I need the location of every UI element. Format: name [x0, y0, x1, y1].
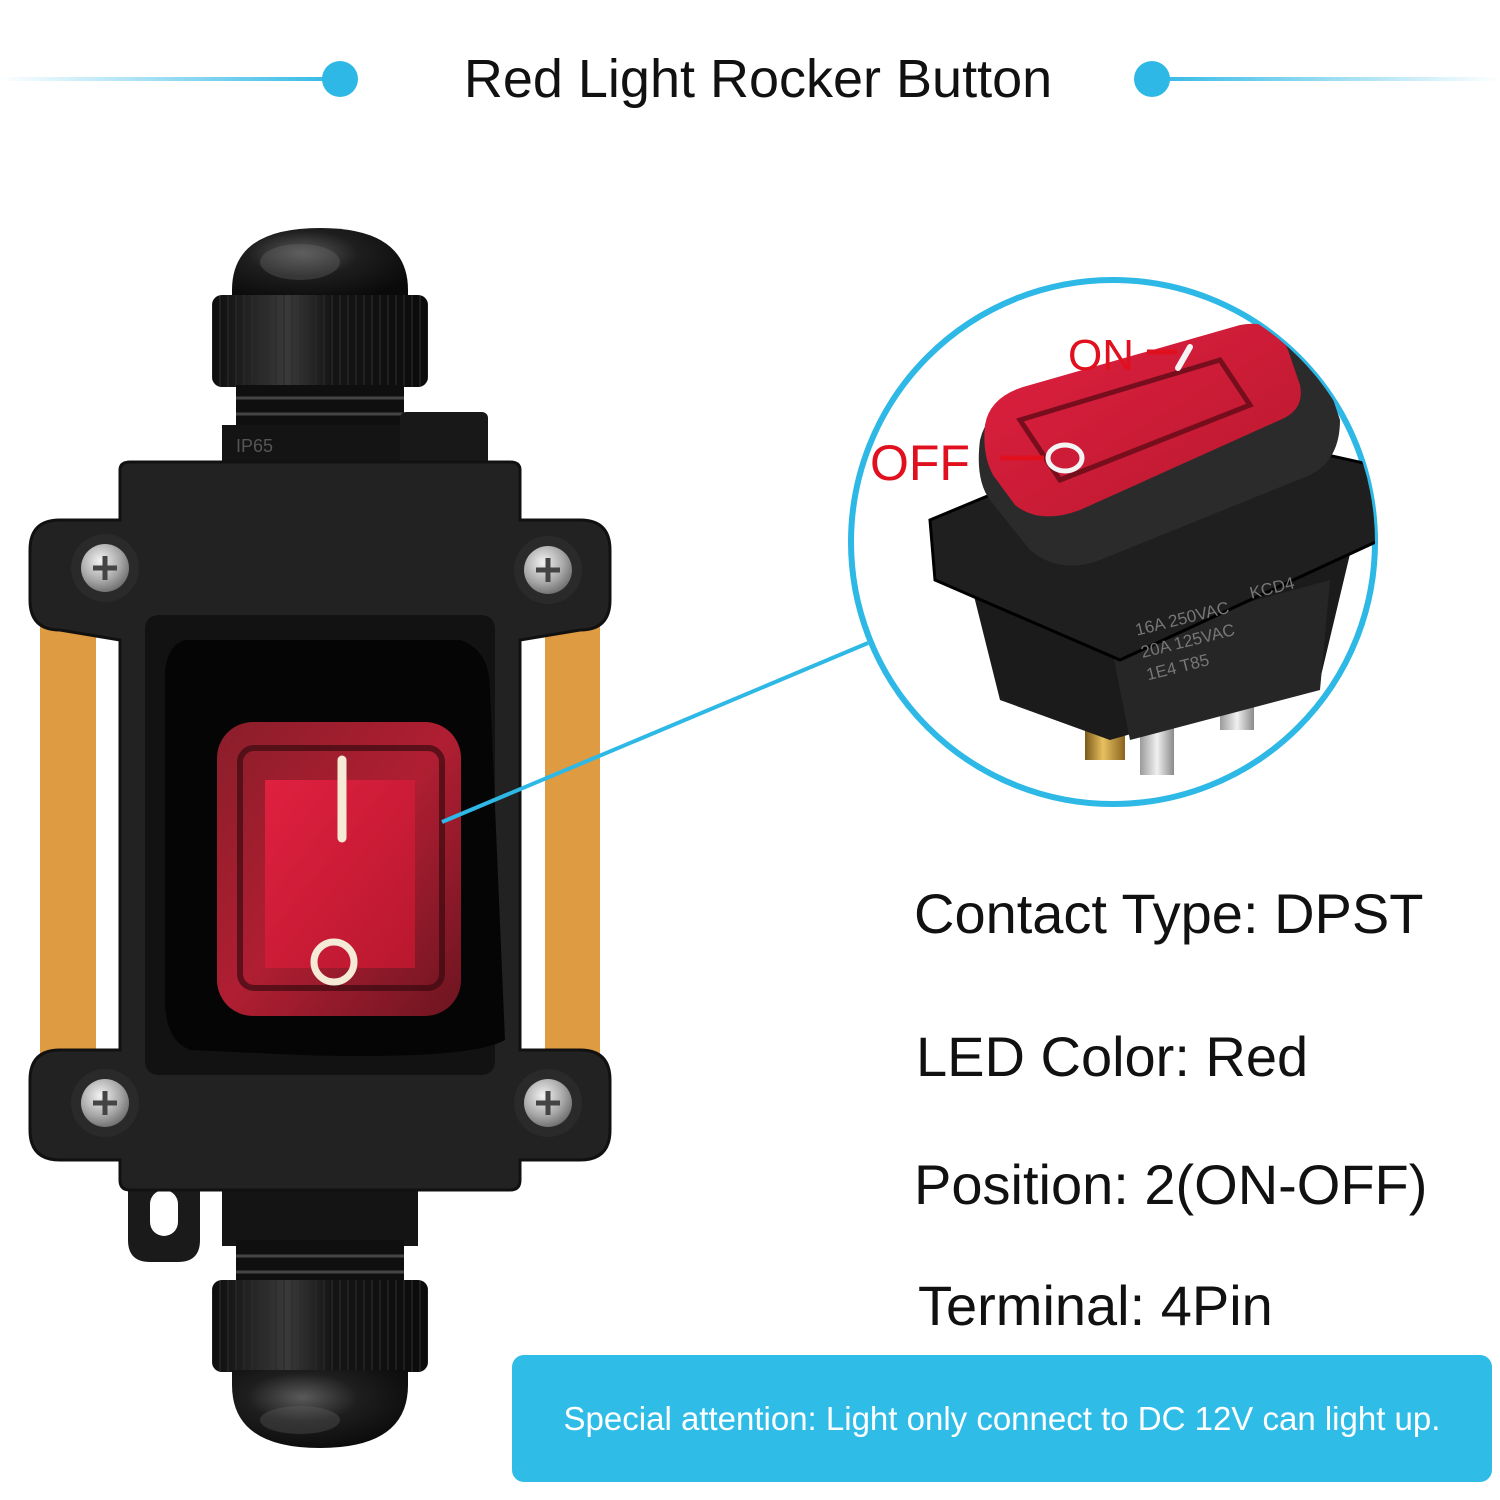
spec-position: Position: 2(ON-OFF): [914, 1153, 1428, 1216]
page-title: Red Light Rocker Button: [463, 49, 1053, 109]
spec-led-color: LED Color: Red: [916, 1025, 1309, 1088]
svg-text:IP65: IP65: [236, 436, 273, 456]
spec-contact-type: Contact Type: DPST: [914, 882, 1424, 945]
header-left-line: [0, 77, 340, 81]
header-left-dot: [322, 61, 358, 97]
on-label: ON: [1068, 331, 1134, 380]
attention-text: Special attention: Light only connect to…: [563, 1399, 1441, 1437]
rocker-switch: [217, 722, 461, 1016]
top-cable-gland: [212, 228, 488, 475]
off-label: OFF: [870, 435, 970, 491]
bottom-cable-gland: [128, 1150, 428, 1448]
header-right-line: [1150, 77, 1500, 81]
attention-banner: Special attention: Light only connect to…: [512, 1355, 1492, 1482]
zoom-callout: ON OFF 16A 250VAC KCD4 20A 125VAC 1E4 T8…: [848, 277, 1378, 807]
callout-line: [441, 641, 869, 824]
screw-icon: [71, 534, 582, 1137]
spec-terminal: Terminal: 4Pin: [918, 1274, 1273, 1337]
